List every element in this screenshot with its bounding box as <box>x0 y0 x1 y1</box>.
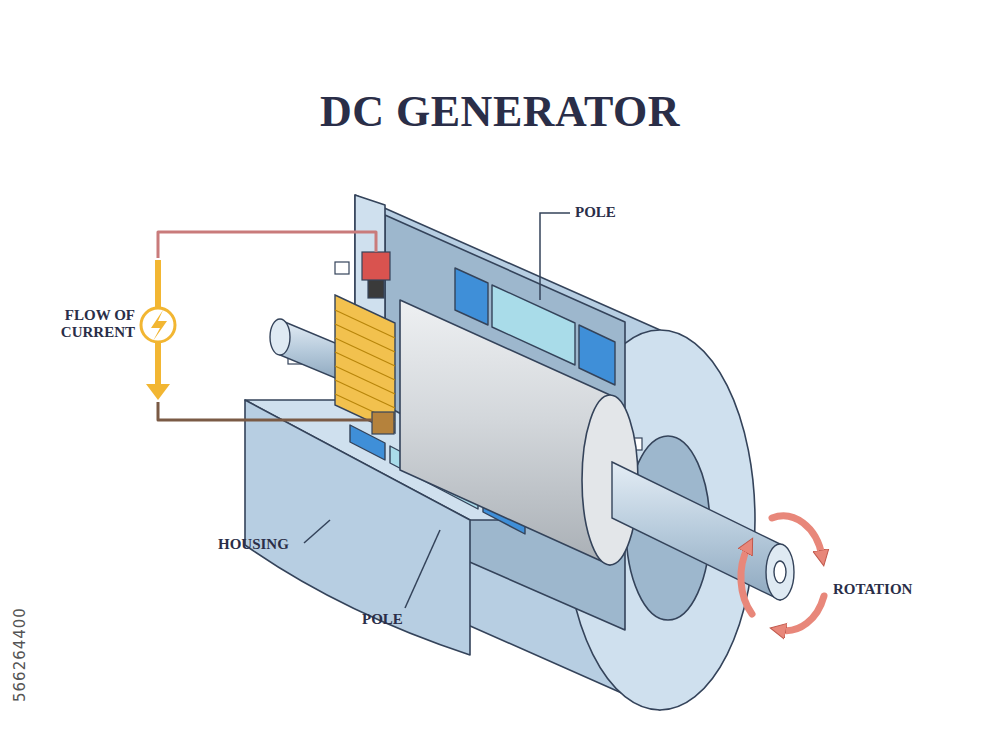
commutator <box>335 380 395 408</box>
commutator <box>335 295 395 433</box>
leader-line <box>304 520 330 543</box>
motion-label: ROTATION <box>833 581 912 598</box>
shaft-front <box>774 561 786 583</box>
commutator <box>335 324 395 352</box>
watermark-number: 566264400 <box>12 607 29 702</box>
part-label: HOUSING <box>218 536 289 553</box>
current-symbol <box>151 310 167 341</box>
bearing <box>335 262 349 274</box>
brush <box>362 252 394 434</box>
top-pole <box>579 325 615 385</box>
shaft-back <box>270 319 340 380</box>
rotation-arrow <box>741 516 824 631</box>
commutator <box>335 310 395 338</box>
brush <box>362 252 390 280</box>
top-pole <box>455 268 488 325</box>
current-symbol <box>141 308 175 342</box>
part-label: POLE <box>575 204 616 221</box>
wire <box>158 402 372 420</box>
wire <box>158 232 376 420</box>
commutator <box>335 295 395 433</box>
shaft-front <box>612 462 780 600</box>
rotation-arrow <box>780 596 824 631</box>
brush <box>372 412 394 434</box>
commutator <box>335 366 395 394</box>
leader-line <box>304 213 570 608</box>
commutator <box>335 352 395 380</box>
brush <box>368 278 384 298</box>
leader-line <box>540 213 570 300</box>
wire <box>158 232 376 258</box>
rotation-arrow <box>772 516 822 556</box>
shaft-front <box>612 462 794 600</box>
shaft-front <box>766 544 794 600</box>
rotation-arrow <box>741 547 752 614</box>
current-symbol <box>141 260 175 400</box>
part-label: POLE <box>362 611 403 628</box>
diagram-title: DC GENERATOR <box>320 86 680 137</box>
shaft-back <box>270 319 290 355</box>
flow-label: FLOW OF CURRENT <box>38 307 135 341</box>
rotor <box>400 300 638 565</box>
leader-line <box>405 530 440 608</box>
current-symbol <box>146 384 170 400</box>
commutator <box>335 338 395 366</box>
rotor <box>400 300 610 565</box>
